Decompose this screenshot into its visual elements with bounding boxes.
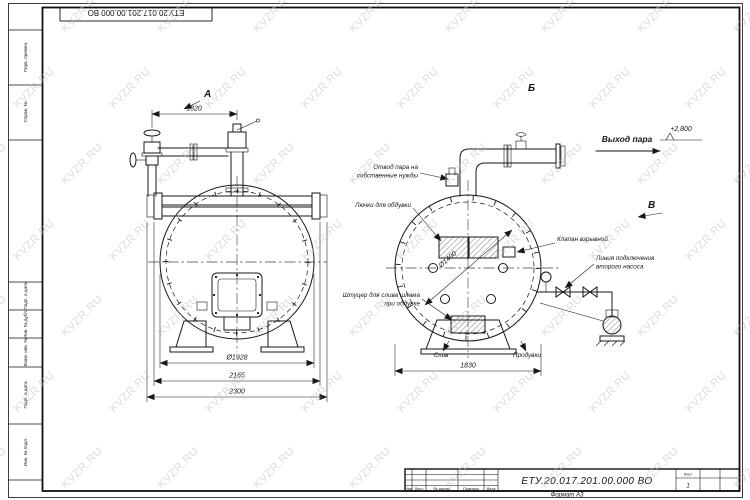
flipped-docnumber-box — [59, 7, 213, 22]
lug-right — [266, 301, 278, 311]
safety-valve-assembly — [225, 118, 260, 197]
flipped-doc-number: ЕТУ.20.017.201.00.000 ВО — [88, 8, 185, 17]
view-a-arrow — [183, 100, 201, 110]
view-label-b: Б — [528, 83, 535, 94]
pressure-gauge — [540, 271, 552, 283]
sheet-label: Лист — [684, 472, 693, 477]
flange-bolts — [163, 188, 311, 336]
col-list: Лист — [415, 486, 424, 491]
feed-valve-assembly — [129, 129, 229, 197]
inspection-hole — [440, 294, 450, 304]
sheet-frame: Перв. примен. Справ. № Подп. и дата Инв.… — [8, 3, 743, 498]
stamp-label: Перв. примен. — [23, 42, 28, 73]
inner-dashed-circle — [401, 201, 535, 335]
annotation-steam-own-needs: собственные нужды — [357, 172, 419, 180]
elevation-symbol — [665, 132, 675, 141]
label-drain: Слив — [434, 352, 450, 359]
stamp-label: Подп. и дата — [23, 282, 28, 310]
dim-diameter-1928: Ø1928 — [225, 355, 247, 362]
col-doc: № докум. — [433, 486, 451, 491]
stamp-label: Инв. № дубл. — [23, 310, 28, 338]
annotation-second-pump: второго насоса — [596, 264, 644, 271]
view-label-v: В — [648, 200, 655, 211]
front-view-dimensions: А 1320 Ø1928 2165 2300 — [146, 89, 328, 402]
pump — [602, 315, 622, 335]
dim-diameter-line — [424, 229, 513, 306]
annotation-sludge-fitting: Штуцер для слива шлама — [343, 291, 421, 299]
annotation-blow-hatches: Лючки для обдувки — [354, 201, 411, 209]
doc-number: ЕТУ.20.017.201.00.000 ВО — [521, 476, 652, 487]
sheet-value: 1 — [686, 484, 689, 490]
annotation-explosion-valve: Клапан взрывной — [557, 235, 608, 243]
stamp-label: Справ. № — [23, 102, 28, 123]
side-view-annotations: Отвод пара на собственные нужды Лючки дл… — [343, 126, 702, 376]
annotation-steam-own-needs: Отвод пара на — [373, 163, 418, 171]
steam-headers — [146, 192, 328, 220]
side-view: Б Ø1400 — [386, 83, 626, 358]
saddle-supports — [169, 320, 305, 353]
support-frame — [420, 319, 517, 355]
col-izm: Изм — [405, 486, 413, 491]
own-needs-branch — [445, 167, 459, 187]
view-label-a: А — [203, 89, 211, 100]
ash-door — [223, 316, 251, 331]
front-view — [129, 118, 328, 353]
dim-2165: 2165 — [228, 373, 245, 380]
label-blowdown: Продувки — [513, 351, 541, 359]
sludge-fitting — [450, 315, 486, 334]
stamp-label: Инв. № подл. — [23, 438, 28, 467]
label-steam-out: Выход пара — [602, 134, 653, 144]
steam-outlet-pipe — [459, 132, 566, 197]
dim-2300: 2300 — [228, 389, 245, 396]
explosion-valve — [502, 246, 516, 258]
dim-1830: 1830 — [460, 363, 476, 370]
flange-bolts — [395, 195, 541, 341]
stamp-label: Подп. и дата — [23, 381, 28, 409]
boiler-front-circle — [394, 194, 542, 342]
title-block: Изм Лист № докум. Подпись Дата ЕТУ.20.01… — [404, 468, 741, 499]
col-sign: Подпись — [463, 486, 479, 491]
elevation-mark: +2,800 — [670, 126, 692, 133]
col-date: Дата — [487, 486, 497, 491]
manhole — [211, 272, 263, 318]
stamp-label: Взам. инв. № — [23, 338, 28, 367]
pump-piping — [536, 271, 626, 347]
inspection-hole — [486, 294, 496, 304]
annotation-sludge-fitting: при обдувке — [384, 300, 420, 308]
valve-symbol — [582, 286, 598, 298]
dim-1320: 1320 — [186, 106, 202, 113]
annotation-second-pump: Линия подключения — [595, 254, 655, 262]
lug-left — [196, 301, 208, 311]
boiler-shell-circle — [159, 184, 315, 340]
format-note: Формат А3 — [551, 493, 584, 499]
view-v-arrow — [637, 212, 663, 219]
